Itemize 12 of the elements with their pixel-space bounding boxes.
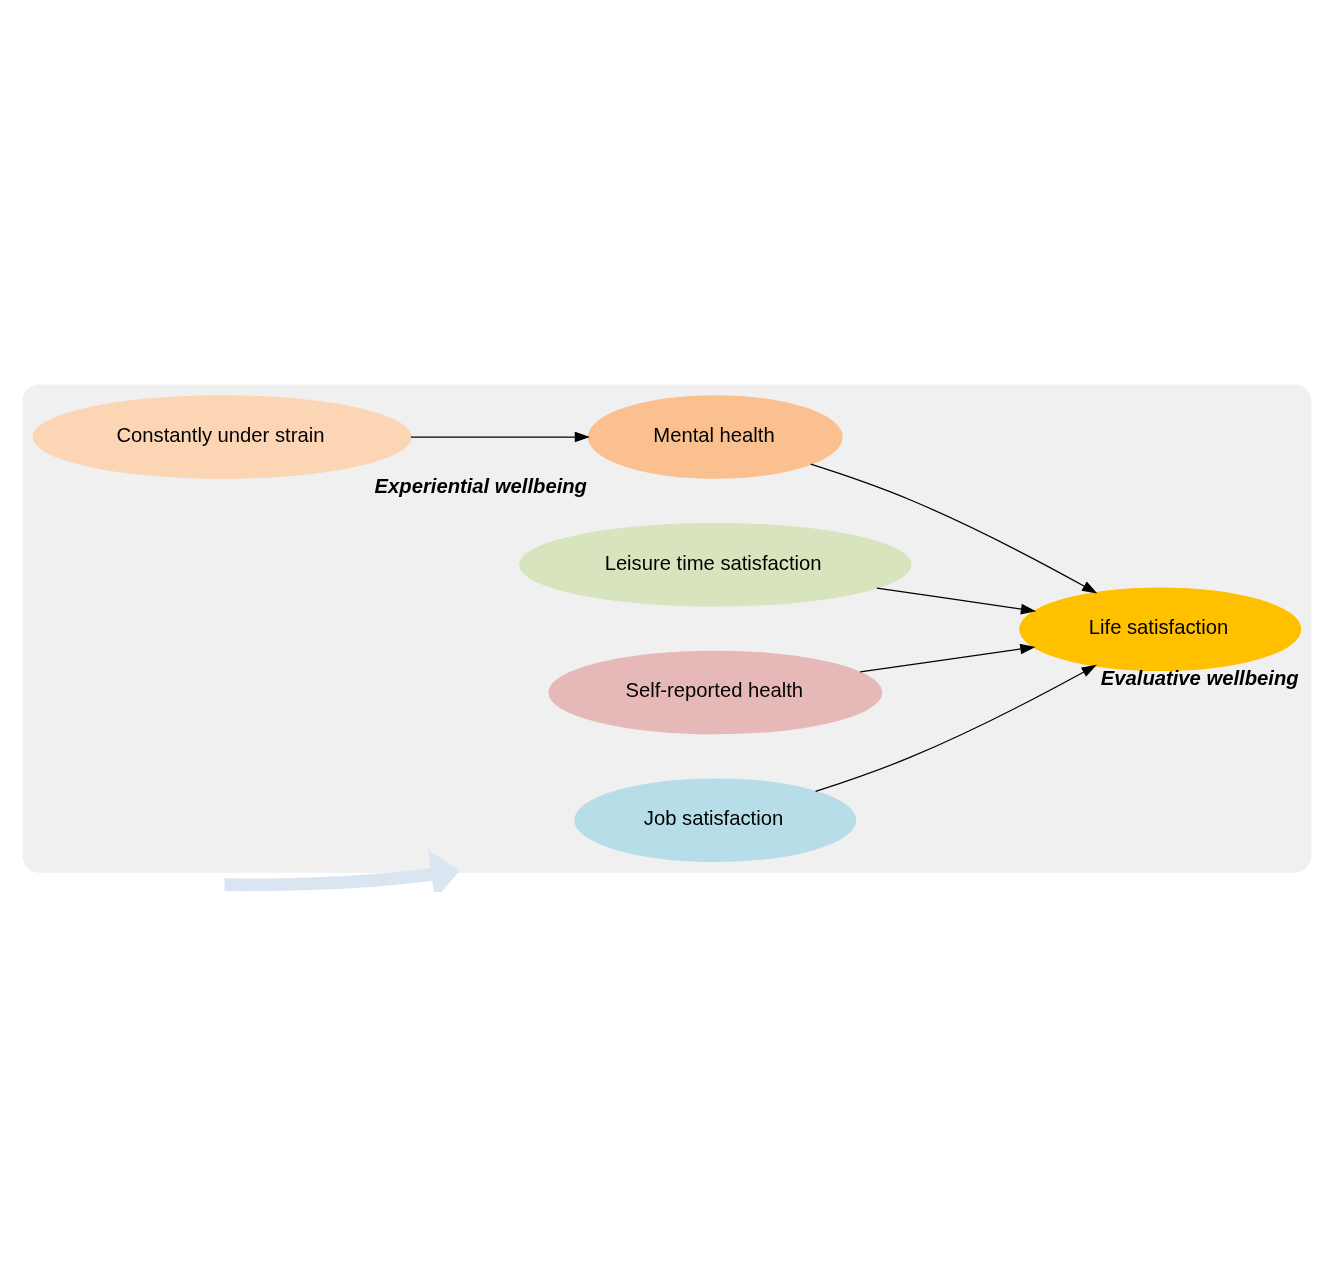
arrow (224, 849, 460, 892)
node-ellipse: Self-reported health (548, 650, 883, 735)
node-ellipse: Leisure time satisfaction (519, 522, 912, 607)
cluster (22, 384, 1312, 873)
arrow (859, 643, 1036, 673)
node-ellipse: Mental health (587, 395, 843, 479)
arrow (876, 587, 1037, 615)
node-ellipse: Constantly under strain (32, 395, 412, 479)
arrow (810, 463, 1098, 594)
node-ellipse: Job satisfaction (574, 778, 857, 862)
arrow (410, 431, 590, 443)
arrow (815, 664, 1097, 792)
